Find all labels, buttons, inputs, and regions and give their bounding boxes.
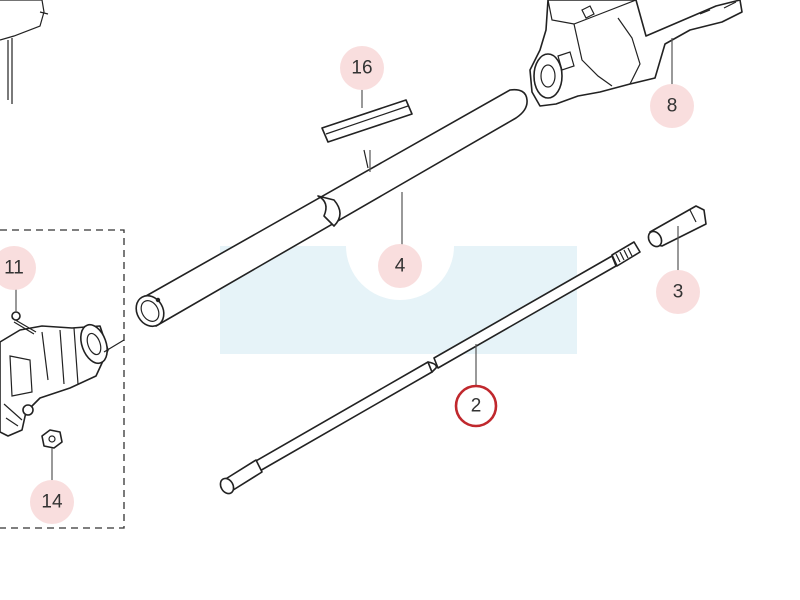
callout-8[interactable]: 8 [650,84,694,128]
callout-16[interactable]: 16 [340,46,384,90]
callout-8-label: 8 [667,96,678,117]
part-16-label[interactable] [321,99,413,143]
part-2-drive-shaft[interactable] [218,241,641,496]
part-11-screw[interactable] [11,311,37,335]
gear-head-assembly[interactable] [0,321,125,437]
assembly-dashed-box [0,229,125,529]
callout-4-label: 4 [395,256,406,277]
callout-3[interactable]: 3 [656,270,700,314]
callout-11-label: 11 [4,258,24,279]
callout-16-label: 16 [351,58,372,79]
partial-part-top-left [0,0,49,104]
part-4-tube[interactable] [131,88,528,332]
part-3-coupler[interactable] [646,205,707,249]
callout-2-label: 2 [471,396,482,417]
callout-4[interactable]: 4 [378,244,422,288]
callout-3-label: 3 [673,282,684,303]
part-8-housing[interactable] [529,0,743,107]
part-14-nut[interactable] [41,429,63,449]
callout-2-selected[interactable]: 2 [454,384,498,428]
callout-14-label: 14 [41,492,63,513]
leader-lines [15,38,679,482]
callout-11[interactable]: 11 [0,246,36,290]
callout-14[interactable]: 14 [30,480,74,524]
